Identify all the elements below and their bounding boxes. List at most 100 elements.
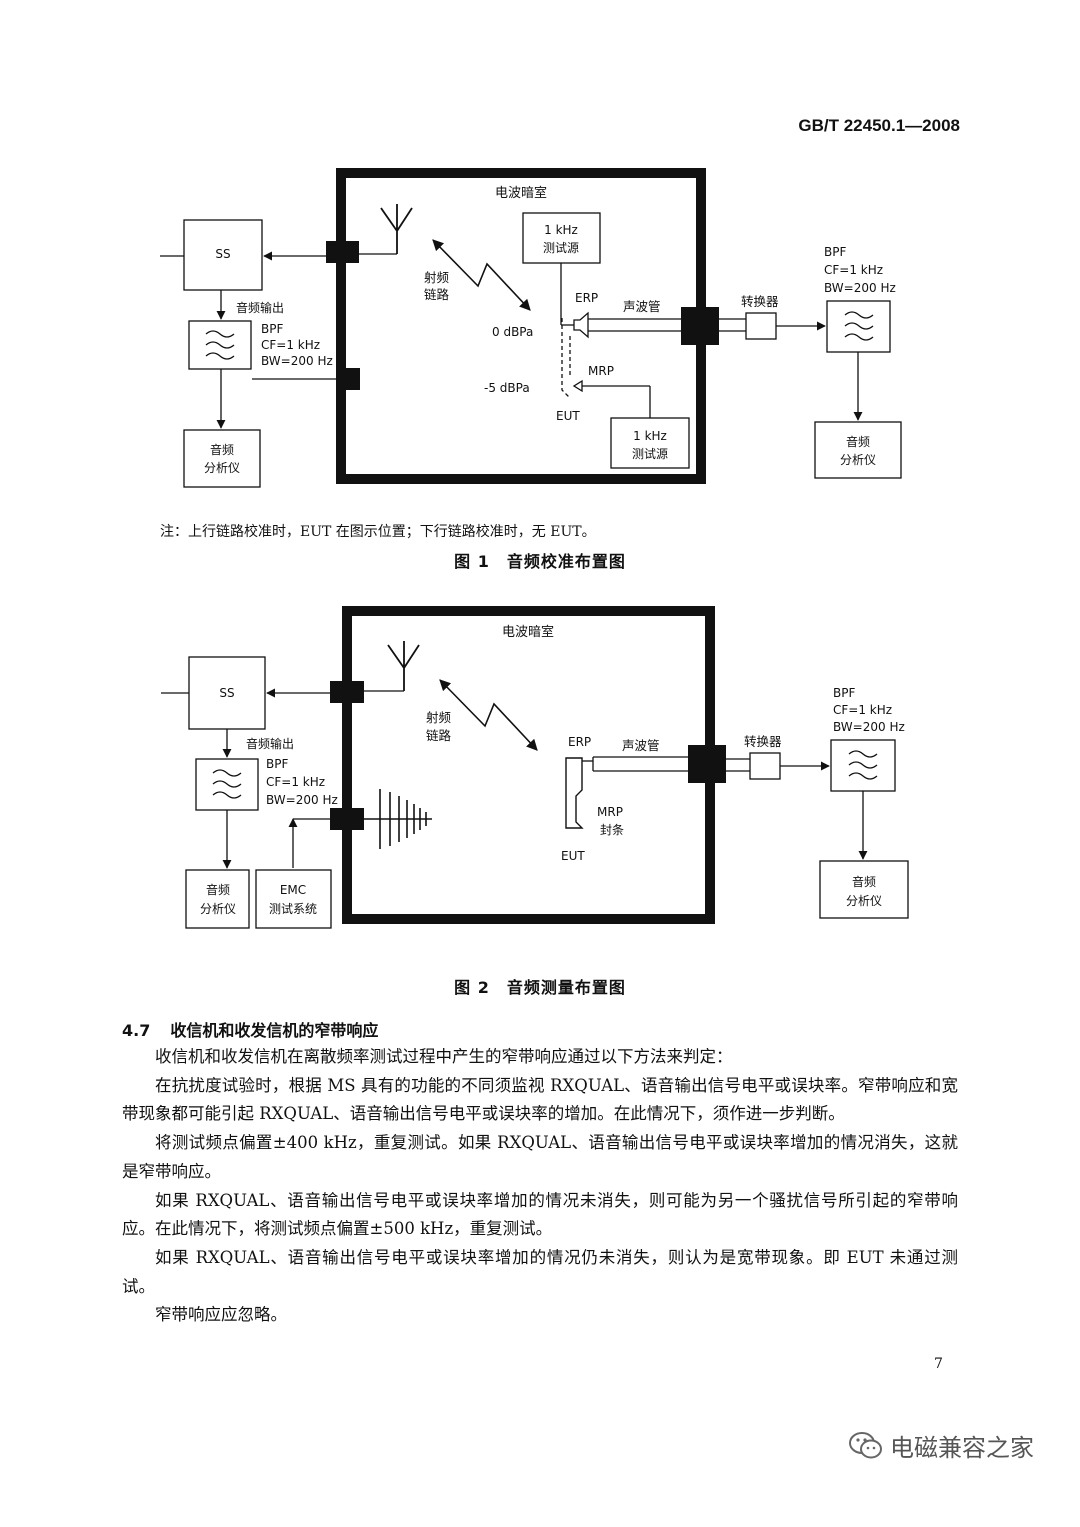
- test-source-bottom-line: 1 kHz: [633, 429, 667, 443]
- svg-text:射频链路: 射频链路: [426, 710, 452, 743]
- watermark: 电磁兼容之家: [848, 1428, 1034, 1463]
- bpf-left-line: BPF: [261, 322, 283, 336]
- mrp-icon: [572, 379, 583, 393]
- wall-connector: [688, 745, 726, 783]
- bpf-left-line: CF=1 kHz: [261, 338, 320, 352]
- bpf-right-box: [826, 300, 891, 353]
- audio-analyzer-right: [819, 860, 909, 919]
- filter-icon: [844, 311, 874, 341]
- rf-link-line: 射频: [424, 270, 450, 285]
- eut-label: EUT: [556, 409, 580, 423]
- log-periodic-antenna-icon: [364, 789, 432, 849]
- figure-2-caption: 图 2 音频测量布置图: [454, 978, 626, 997]
- eut-outline: [561, 318, 571, 399]
- page-number: 7: [934, 1356, 943, 1372]
- figure-1-caption: 图 1 音频校准布置图: [454, 552, 626, 571]
- audio-analyzer-left: [183, 429, 261, 488]
- section-title: 收信机和收发信机的窄带响应: [170, 1021, 379, 1040]
- bpf-left-line: BW=200 Hz: [261, 354, 333, 368]
- mrp-label: MRP: [597, 805, 623, 819]
- filter-icon: [212, 769, 242, 799]
- eut-label: EUT: [561, 849, 585, 863]
- test-source-top: [522, 212, 601, 264]
- test-source-top-line: 1 kHz: [544, 223, 578, 237]
- analyzer-left-line: 音频: [210, 442, 234, 457]
- paragraph: 窄带响应应忽略。: [155, 1305, 287, 1325]
- svg-text:射频链路: 射频链路: [424, 270, 450, 302]
- ss-label: SS: [219, 686, 234, 700]
- rf-link-bolt: [432, 239, 531, 311]
- audio-output-label: 音频输出: [236, 300, 284, 315]
- ss-label: SS: [215, 247, 230, 261]
- rf-link-line: 链路: [424, 287, 450, 302]
- audio-analyzer-left: [185, 869, 250, 929]
- analyzer-right-line: 分析仪: [846, 894, 882, 908]
- converter-label: 转换器: [744, 734, 782, 749]
- antenna-icon: [387, 641, 420, 691]
- figure-1-note: 注：上行链路校准时，EUT 在图示位置；下行链路校准时，无 EUT。: [160, 524, 596, 540]
- wall-connector: [681, 307, 719, 345]
- converter-box: [745, 312, 777, 340]
- svg-text:音频分析仪: 音频分析仪: [204, 442, 240, 475]
- chamber-label: 电波暗室: [495, 185, 547, 201]
- filter-icon: [205, 330, 235, 360]
- test-source-bottom: [610, 417, 690, 469]
- paragraph: 如果 RXQUAL、语音输出信号电平或误块率增加的情况仍未消失，则认为是宽带现象…: [122, 1247, 958, 1296]
- bpf-right-line: BPF: [833, 686, 855, 700]
- converter-box: [749, 752, 781, 780]
- wall-connector: [330, 681, 364, 703]
- audio-output-label: 音频输出: [246, 736, 294, 751]
- wall-connector: [330, 808, 364, 830]
- mrp-label: MRP: [588, 364, 614, 378]
- bpf-right-line: CF=1 kHz: [833, 703, 892, 717]
- filter-icon: [848, 750, 878, 780]
- level-minus5dbpa: -5 dBPa: [484, 381, 530, 395]
- bpf-right-line: CF=1 kHz: [824, 263, 883, 277]
- bpf-left-line: CF=1 kHz: [266, 775, 325, 789]
- rf-link-line: 链路: [426, 728, 452, 743]
- level-0dbpa: 0 dBPa: [492, 325, 533, 339]
- ss-box: [183, 219, 263, 291]
- svg-text:音频分析仪: 音频分析仪: [846, 874, 882, 908]
- analyzer-right-line: 音频: [846, 434, 870, 449]
- bpf-right-line: BPF: [824, 245, 846, 259]
- acoustic-tube-label: 声波管: [622, 738, 660, 753]
- erp-label: ERP: [575, 291, 598, 305]
- section-heading: 4.7 收信机和收发信机的窄带响应: [122, 1017, 378, 1041]
- converter-label: 转换器: [741, 294, 779, 309]
- svg-text:音频分析仪: 音频分析仪: [200, 882, 236, 916]
- analyzer-left-line: 音频: [206, 882, 230, 897]
- bpf-right-line: BW=200 Hz: [833, 720, 905, 734]
- chamber-label: 电波暗室: [502, 624, 554, 640]
- bpf-left-box: [188, 320, 252, 370]
- wall-connector: [336, 368, 360, 390]
- anechoic-chamber: [342, 606, 715, 924]
- analyzer-right-line: 音频: [852, 874, 876, 889]
- paragraph: 将测试频点偏置±400 kHz，重复测试。如果 RXQUAL、语音输出信号电平或…: [122, 1133, 958, 1181]
- antenna-icon: [380, 204, 413, 254]
- bpf-left-line: BW=200 Hz: [266, 793, 338, 807]
- test-source-bottom-line: 测试源: [632, 446, 668, 461]
- erp-speaker-icon: [573, 311, 589, 339]
- standard-number: GB/T 22450.1—2008: [798, 116, 960, 135]
- svg-text:音频分析仪: 音频分析仪: [840, 434, 876, 467]
- section-body: 收信机和收发信机在离散频率测试过程中产生的窄带响应通过以下方法来判定： 在抗扰度…: [122, 1043, 958, 1330]
- audio-analyzer-right: [814, 421, 902, 479]
- emc-system-line: EMC: [280, 883, 306, 897]
- emc-system-line: 测试系统: [269, 901, 317, 916]
- analyzer-left-line: 分析仪: [200, 902, 236, 916]
- paragraph: 如果 RXQUAL、语音输出信号电平或误块率增加的情况未消失，则可能为另一个骚扰…: [122, 1190, 958, 1239]
- eut-phone-outline: [565, 757, 584, 829]
- section-number: 4.7: [122, 1021, 151, 1040]
- paragraph: 在抗扰度试验时，根据 MS 具有的功能的不同须监视 RXQUAL、语音输出信号电…: [122, 1075, 958, 1124]
- paragraph: 收信机和收发信机在离散频率测试过程中产生的窄带响应通过以下方法来判定：: [155, 1047, 733, 1066]
- rf-link-bolt: [439, 679, 538, 751]
